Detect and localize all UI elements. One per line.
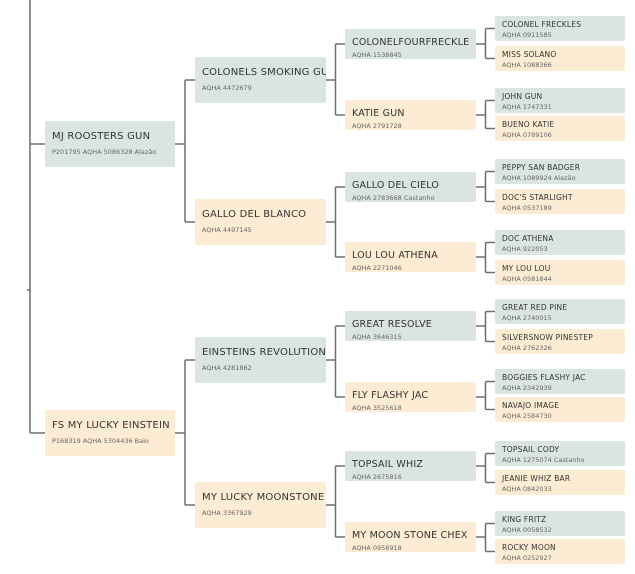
pedigree-box-dam-dam[interactable]: MY LUCKY MOONSTONE AQHA 3367929 — [195, 482, 326, 528]
horse-name: COLONEL FRECKLES — [502, 20, 582, 29]
pedigree-box-dam-sire-dam[interactable]: FLY FLASHY JAC AQHA 3525618 — [345, 382, 476, 412]
pedigree-box-sire-dam-dam-dam[interactable]: MY LOU LOU AQHA 0581844 — [495, 260, 625, 285]
pedigree-box-sire-sire-dam-sire[interactable]: JOHN GUN AQHA 1747331 — [495, 88, 625, 113]
horse-name: KING FRITZ — [502, 515, 547, 524]
pedigree-box-dam-sire-sire-dam[interactable]: SILVERSNOW PINESTEP AQHA 2762326 — [495, 329, 625, 354]
horse-name: JEANIE WHIZ BAR — [502, 474, 571, 483]
pedigree-box-dam-dam-sire[interactable]: TOPSAIL WHIZ AQHA 2675816 — [345, 451, 476, 481]
registration-info: AQHA 3525618 — [352, 404, 402, 412]
pedigree-box-sire-sire-sire[interactable]: COLONELFOURFRECKLE AQHA 1538845 — [345, 29, 476, 59]
pedigree-box-sire-sire-dam[interactable]: KATIE GUN AQHA 2791728 — [345, 100, 476, 130]
horse-name: KATIE GUN — [352, 108, 405, 119]
horse-name: LOU LOU ATHENA — [352, 250, 438, 261]
registration-info: AQHA 2584730 — [502, 412, 552, 420]
registration-info: AQHA 4472679 — [202, 84, 252, 92]
registration-info: AQHA 4281862 — [202, 364, 252, 372]
registration-info: AQHA 0252927 — [502, 554, 552, 562]
horse-name: SILVERSNOW PINESTEP — [502, 333, 593, 342]
registration-info: AQHA 2342939 — [502, 384, 552, 392]
pedigree-box-dam-sire-dam-sire[interactable]: BOGGIES FLASHY JAC AQHA 2342939 — [495, 369, 625, 394]
pedigree-box-dam-dam-dam-dam[interactable]: ROCKY MOON AQHA 0252927 — [495, 539, 625, 564]
horse-name: COLONELS SMOKING GUN — [202, 67, 326, 78]
pedigree-box-sire-dam-sire[interactable]: GALLO DEL CIELO AQHA 2783668 Castanho — [345, 172, 476, 202]
pedigree-box-dam-sire-dam-dam[interactable]: NAVAJO IMAGE AQHA 2584730 — [495, 397, 625, 422]
registration-info: AQHA 1088366 — [502, 61, 552, 69]
pedigree-box-sire-sire-dam-dam[interactable]: BUENO KATIE AQHA 0789106 — [495, 116, 625, 141]
pedigree-box-sire-dam-dam-sire[interactable]: DOC ATHENA AQHA 922053 — [495, 230, 625, 255]
registration-info: AQHA 0958918 — [352, 544, 402, 552]
pedigree-box-dam[interactable]: FS MY LUCKY EINSTEIN P168319 AQHA 5304436… — [45, 410, 175, 456]
horse-name: BUENO KATIE — [502, 120, 555, 129]
pedigree-box-dam-dam-sire-sire[interactable]: TOPSAIL CODY AQHA 1275074 Castanho — [495, 441, 625, 466]
registration-info: AQHA 2791728 — [352, 122, 402, 130]
registration-info: AQHA 2271046 — [352, 264, 402, 272]
registration-info: AQHA 2675816 — [352, 473, 402, 481]
horse-name: GALLO DEL BLANCO — [202, 209, 307, 220]
horse-name: BOGGIES FLASHY JAC — [502, 373, 586, 382]
horse-name: PEPPY SAN BADGER — [502, 163, 581, 172]
pedigree-box-sire-sire[interactable]: COLONELS SMOKING GUN AQHA 4472679 — [195, 57, 326, 103]
registration-info: AQHA 1275074 Castanho — [502, 456, 585, 464]
registration-info: AQHA 0789106 — [502, 131, 552, 139]
registration-info: AQHA 2762326 — [502, 344, 552, 352]
horse-name: GREAT RESOLVE — [352, 319, 433, 330]
pedigree-box-dam-dam-dam[interactable]: MY MOON STONE CHEX AQHA 0958918 — [345, 522, 476, 552]
registration-info: AQHA 0581844 — [502, 275, 552, 283]
horse-name: COLONELFOURFRECKLE — [352, 37, 470, 48]
pedigree-box-sire-dam-dam[interactable]: LOU LOU ATHENA AQHA 2271046 — [345, 242, 476, 272]
horse-name: TOPSAIL CODY — [502, 445, 560, 454]
pedigree-box-dam-dam-dam-sire[interactable]: KING FRITZ AQHA 0058532 — [495, 511, 625, 536]
registration-info: P168319 AQHA 5304436 Baio — [52, 437, 149, 445]
pedigree-box-sire-dam-sire-dam[interactable]: DOC'S STARLIGHT AQHA 0537189 — [495, 189, 625, 214]
registration-info: AQHA 0537189 — [502, 204, 552, 212]
pedigree-box-sire-sire-sire-dam[interactable]: MISS SOLANO AQHA 1088366 — [495, 46, 625, 71]
pedigree-box-sire-dam-sire-sire[interactable]: PEPPY SAN BADGER AQHA 1089924 Alazão — [495, 159, 625, 184]
horse-name: MY MOON STONE CHEX — [352, 530, 468, 541]
horse-name: DOC'S STARLIGHT — [502, 193, 573, 202]
horse-name: NAVAJO IMAGE — [502, 401, 560, 410]
registration-info: AQHA 4497145 — [202, 226, 252, 234]
registration-info: AQHA 0058532 — [502, 526, 552, 534]
pedigree-box-dam-dam-sire-dam[interactable]: JEANIE WHIZ BAR AQHA 0842033 — [495, 470, 625, 495]
registration-info: P201795 AQHA 5086328 Alazão — [52, 148, 157, 156]
horse-name: FLY FLASHY JAC — [352, 390, 429, 401]
horse-name: DOC ATHENA — [502, 234, 554, 243]
horse-name: MJ ROOSTERS GUN — [52, 131, 151, 142]
pedigree-box-sire-dam[interactable]: GALLO DEL BLANCO AQHA 4497145 — [195, 199, 326, 245]
horse-name: GREAT RED PINE — [502, 303, 568, 312]
pedigree-box-dam-sire-sire[interactable]: GREAT RESOLVE AQHA 3646315 — [345, 311, 476, 341]
horse-name: GALLO DEL CIELO — [352, 180, 440, 191]
registration-info: AQHA 0911585 — [502, 31, 552, 39]
pedigree-box-dam-sire[interactable]: EINSTEINS REVOLUTION AQHA 4281862 — [195, 337, 326, 383]
registration-info: AQHA 0842033 — [502, 485, 552, 493]
horse-name: EINSTEINS REVOLUTION — [202, 347, 326, 358]
registration-info: AQHA 1747331 — [502, 103, 552, 111]
pedigree-box-sire[interactable]: MJ ROOSTERS GUN P201795 AQHA 5086328 Alaz… — [45, 121, 175, 167]
pedigree-box-sire-sire-sire-sire[interactable]: COLONEL FRECKLES AQHA 0911585 — [495, 16, 625, 41]
horse-name: MY LOU LOU — [502, 264, 551, 273]
registration-info: AQHA 3367929 — [202, 509, 252, 517]
registration-info: AQHA 2740015 — [502, 314, 552, 322]
registration-info: AQHA 2783668 Castanho — [352, 194, 435, 202]
registration-info: AQHA 1538845 — [352, 51, 402, 59]
registration-info: AQHA 922053 — [502, 245, 548, 253]
registration-info: AQHA 1089924 Alazão — [502, 174, 576, 182]
horse-name: MY LUCKY MOONSTONE — [202, 492, 325, 503]
horse-name: MISS SOLANO — [502, 50, 557, 59]
horse-name: TOPSAIL WHIZ — [352, 459, 424, 470]
pedigree-box-dam-sire-sire-sire[interactable]: GREAT RED PINE AQHA 2740015 — [495, 299, 625, 324]
horse-name: FS MY LUCKY EINSTEIN — [52, 420, 170, 431]
horse-name: ROCKY MOON — [502, 543, 556, 552]
registration-info: AQHA 3646315 — [352, 333, 402, 341]
horse-name: JOHN GUN — [502, 92, 543, 101]
